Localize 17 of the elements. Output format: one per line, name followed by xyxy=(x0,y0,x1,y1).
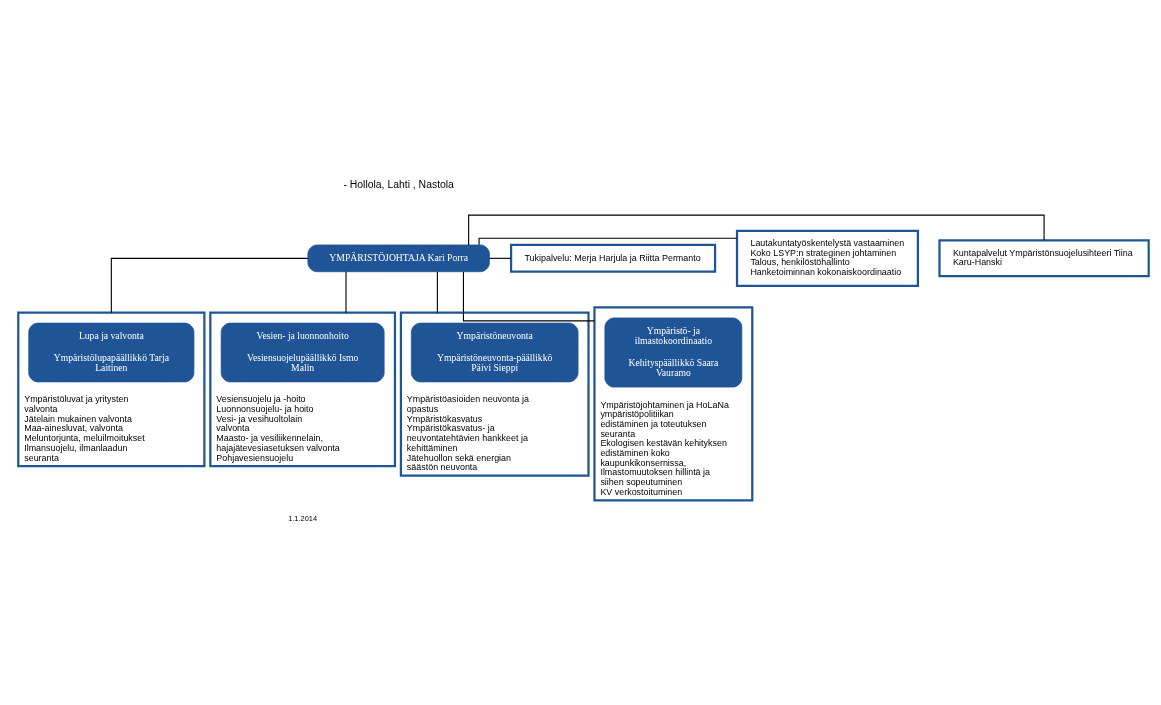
label: - Hollola, Lahti , Nastola xyxy=(343,179,454,191)
connector xyxy=(345,271,347,314)
connector xyxy=(462,271,595,322)
connector xyxy=(478,237,738,246)
node-box: Lupa ja valvonta Ympäristölupapäällikkö Tarja Laitinen xyxy=(28,322,195,383)
node-box: YMPÄRISTÖJOHTAJA Kari Porra xyxy=(307,244,490,273)
node-box: Kuntapalvelut Ympäristönsuojelusihteeri Tiina Karu-Hanski xyxy=(938,239,1150,278)
connector xyxy=(436,271,438,314)
node-box: Ympäristö- ja ilmastokoordinaatio Kehityspäällikkö Saara Vauramo xyxy=(604,317,743,388)
node-box: Ympäristöneuvonta Ympäristöneuvonta-päällikkö Päivi Sieppi xyxy=(410,322,579,383)
connector xyxy=(468,214,1045,246)
connector xyxy=(489,257,512,259)
node-box: Vesien- ja luonnonhoito Vesiensuojelupäällikkö Ismo Malin xyxy=(220,322,385,383)
connector xyxy=(110,257,309,314)
node-box: Tukipalvelu: Merja Harjula ja Riitta Permanto xyxy=(509,243,717,273)
node-box: Lautakuntatyöskentelystä vastaaminen Koko LSYP:n strateginen johtaminen Talous, henkilöstöhallinto Hanketoiminnan kokonaiskoordinaatio xyxy=(735,229,920,287)
label: 1.1.2014 xyxy=(288,514,318,524)
